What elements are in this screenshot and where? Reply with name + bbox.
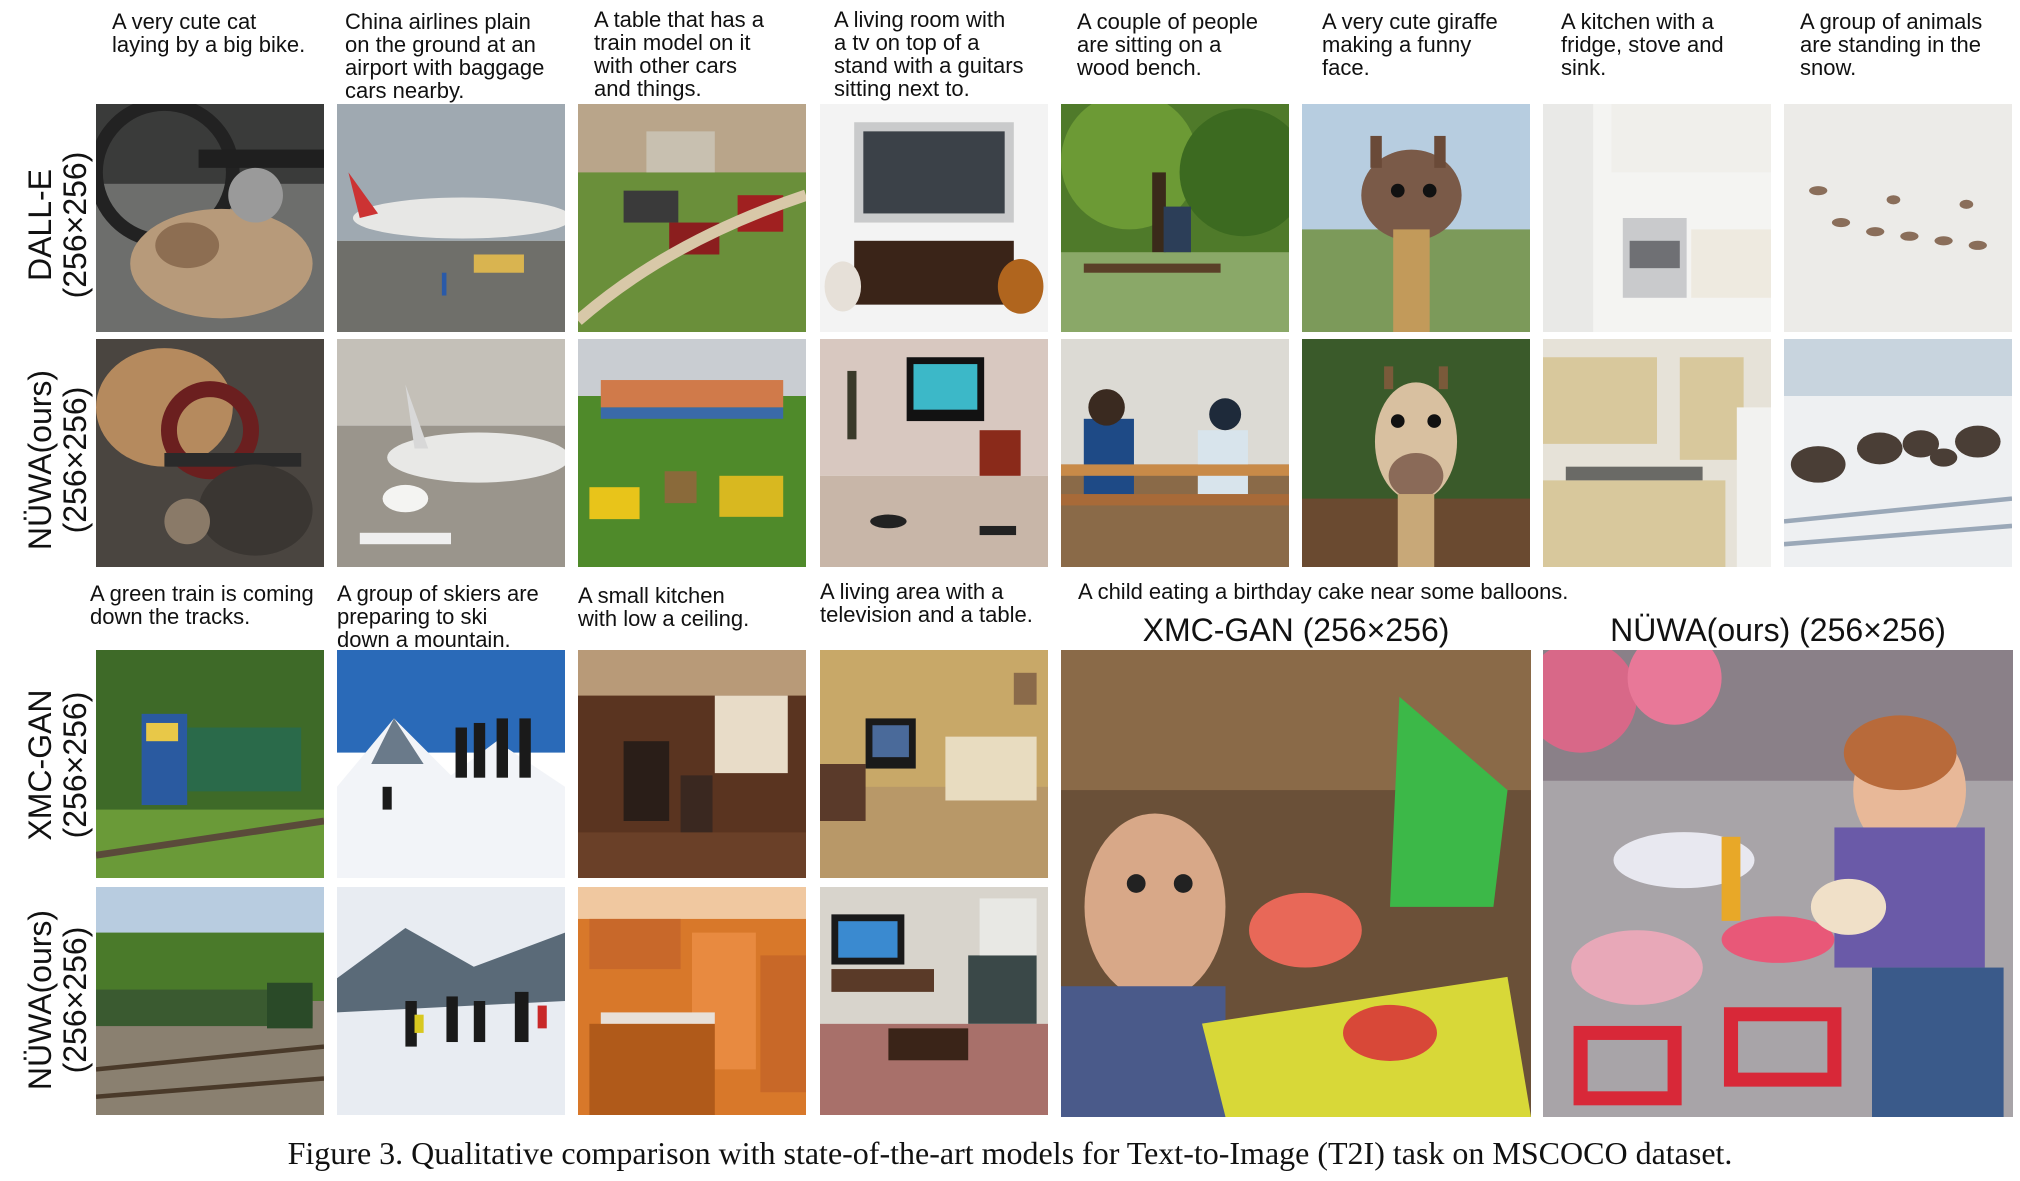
caption-airplane: China airlines plain on the ground at an… (345, 9, 545, 103)
caption-giraffe: A very cute giraffe making a funny face. (1322, 9, 1498, 80)
image-dalle-giraffe (1302, 104, 1530, 332)
image-nuwa-airplane (337, 339, 565, 567)
image-nuwa-giraffe (1302, 339, 1530, 567)
title-xmcgan: XMC-GAN (256×256) (1142, 612, 1450, 648)
row-label-nuwa-top-res: (256×256) (57, 386, 93, 534)
caption-small-kitchen: A small kitchen with low a ceiling. (578, 583, 750, 631)
row-label-nuwa-bottom-res: (256×256) (57, 926, 93, 1074)
row-label-xmcgan: XMC-GAN (256×256) (13, 635, 103, 895)
image-nuwa-bench (1061, 339, 1289, 567)
row-label-nuwa-bottom: NÜWA(ours) (256×256) (13, 870, 103, 1130)
image-nuwa-kitchen (1543, 339, 1771, 567)
row-label-dalle: DALL-E (256×256) (13, 95, 103, 355)
caption-cat: A very cute cat laying by a big bike. (112, 9, 306, 57)
image-nuwa-cat (96, 339, 324, 567)
caption-skiers: A group of skiers are preparing to ski d… (337, 581, 539, 652)
row-label-dalle-name: DALL-E (22, 168, 58, 282)
caption-living-room-tv: A living room with a tv on top of a stan… (834, 7, 1024, 101)
image-nuwa-skiers (337, 887, 565, 1115)
caption-green-train: A green train is coming down the tracks. (90, 581, 314, 629)
image-nuwa-living-room-tv (820, 339, 1048, 567)
image-dalle-cat (96, 104, 324, 332)
image-nuwa-train-model (578, 339, 806, 567)
caption-train-model: A table that has a train model on it wit… (594, 7, 765, 101)
row-label-xmcgan-res: (256×256) (57, 691, 93, 839)
image-dalle-bench (1061, 104, 1289, 332)
figure-caption: Figure 3. Qualitative comparison with st… (287, 1135, 1733, 1171)
image-dalle-kitchen (1543, 104, 1771, 332)
image-xmcgan-skiers (337, 650, 565, 878)
title-nuwa: NÜWA(ours) (256×256) (1610, 612, 1946, 648)
row-label-xmcgan-name: XMC-GAN (22, 689, 58, 841)
caption-bench: A couple of people are sitting on a wood… (1077, 9, 1259, 80)
image-xmcgan-small-kitchen (578, 650, 806, 878)
image-dalle-airplane (337, 104, 565, 332)
image-xmcgan-child-cake (1061, 650, 1531, 1117)
caption-living-area: A living area with a television and a ta… (820, 579, 1033, 627)
image-dalle-snow-animals (1784, 104, 2012, 332)
caption-child-cake: A child eating a birthday cake near some… (1078, 579, 1569, 604)
image-nuwa-living-area (820, 887, 1048, 1115)
row-label-nuwa-top-name: NÜWA(ours) (22, 369, 58, 551)
row-label-nuwa-top: NÜWA(ours) (256×256) (13, 330, 103, 590)
image-nuwa-small-kitchen (578, 887, 806, 1115)
image-dalle-living-room-tv (820, 104, 1048, 332)
image-xmcgan-green-train (96, 650, 324, 878)
image-dalle-train-model (578, 104, 806, 332)
image-xmcgan-living-area (820, 650, 1048, 878)
image-nuwa-green-train (96, 887, 324, 1115)
caption-kitchen: A kitchen with a fridge, stove and sink. (1561, 9, 1724, 80)
row-label-dalle-res: (256×256) (57, 151, 93, 299)
row-label-nuwa-bottom-name: NÜWA(ours) (22, 909, 58, 1091)
caption-snow-animals: A group of animals are standing in the s… (1800, 9, 1983, 80)
image-nuwa-child-cake (1543, 650, 2013, 1117)
image-nuwa-snow-animals (1784, 339, 2012, 567)
